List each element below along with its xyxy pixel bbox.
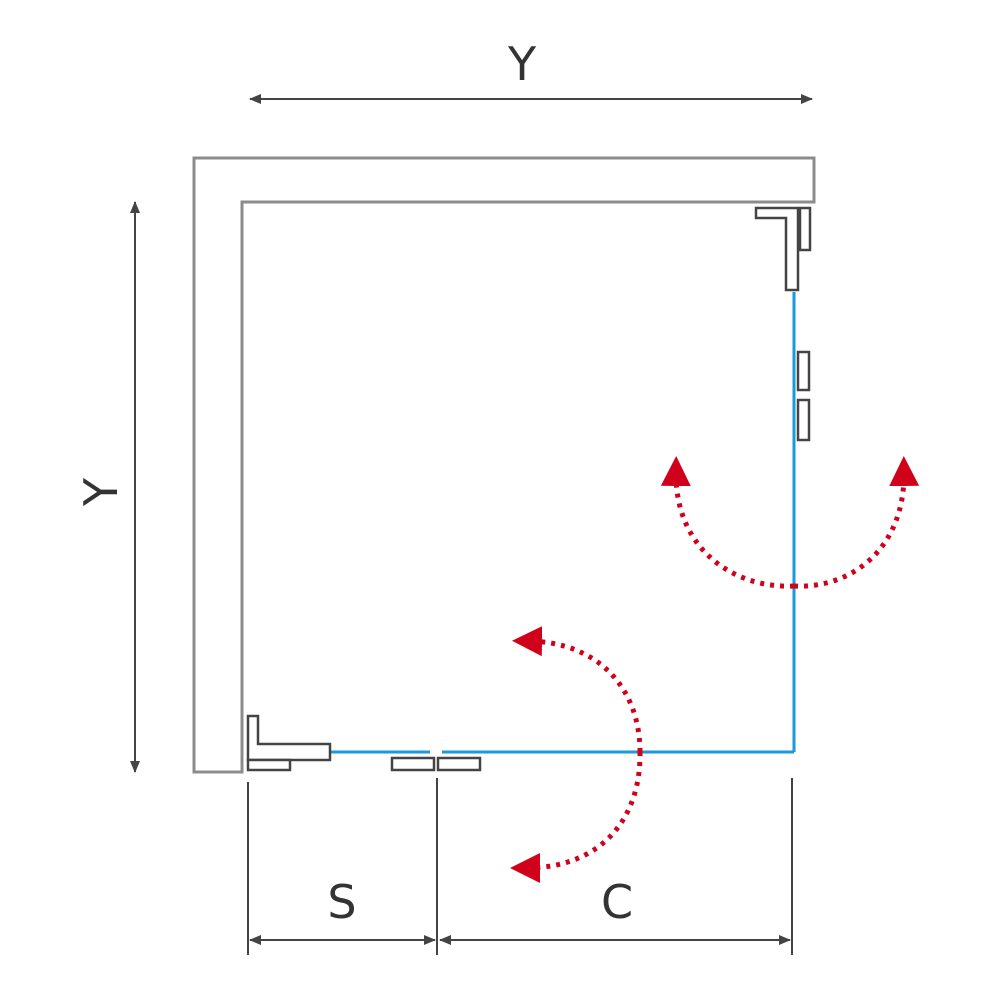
- wall-profile-bottom-left: [246, 714, 332, 772]
- left-dimension-label: Y: [74, 477, 128, 507]
- s-dimension-label: S: [327, 875, 356, 929]
- door-connector-bottom: [390, 756, 482, 772]
- top-dimension-label: Y: [507, 37, 537, 91]
- hinge-right: [796, 350, 811, 442]
- c-dimension-label: C: [601, 875, 633, 929]
- swing-arrow-right-left: [660, 456, 795, 589]
- wall-profile-top-right: [754, 206, 812, 292]
- swing-arrow-right-right: [793, 456, 920, 589]
- swing-arrow-bottom-up: [512, 626, 643, 753]
- swing-arrows: [510, 456, 920, 883]
- wall-outline: [192, 156, 816, 774]
- swing-arrow-bottom-down: [510, 751, 643, 883]
